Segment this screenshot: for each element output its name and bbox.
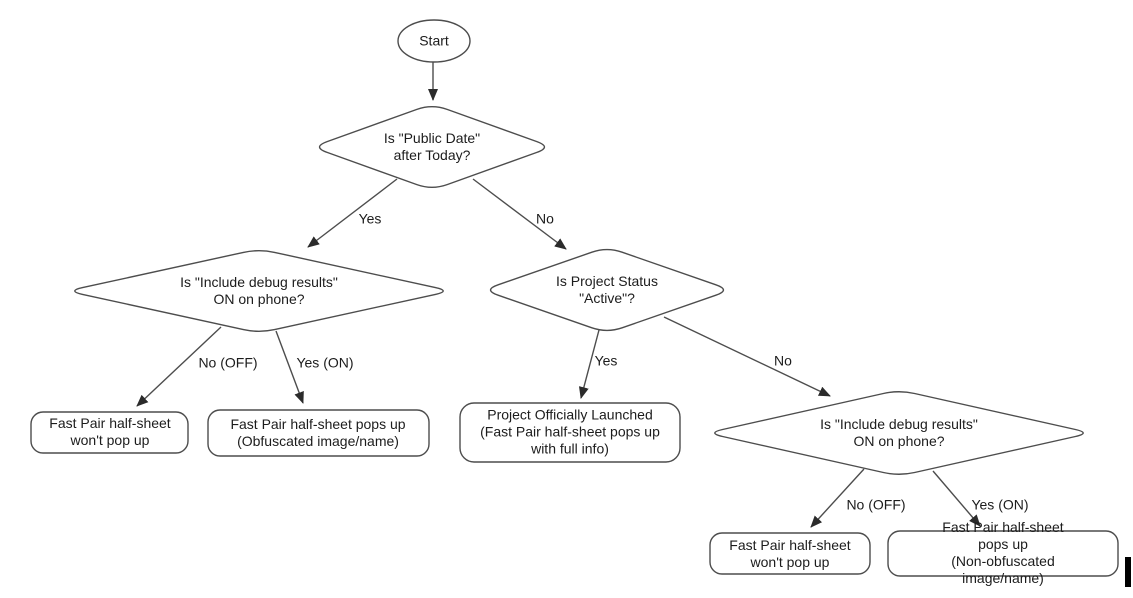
edge-label-debug-left-yes: Yes (ON) <box>296 354 354 371</box>
decision-public-date-label: Is "Public Date" after Today? <box>383 130 481 163</box>
edge-label-debug-right-yes: Yes (ON) <box>971 496 1029 513</box>
start-node-label: Start <box>419 32 449 49</box>
decision-project-status-label: Is Project Status "Active"? <box>556 273 658 306</box>
decision-debug-left-shape <box>74 250 444 332</box>
result-popup-nonobfuscated-shape <box>887 530 1119 577</box>
result-launched-label: Project Officially Launched (Fast Pair h… <box>480 406 660 457</box>
edge-label-debug-left-no: No (OFF) <box>198 354 258 371</box>
start-node-shape <box>397 19 471 63</box>
edge-label-debug-right-no: No (OFF) <box>846 496 906 513</box>
edge-label-public-date-no: No <box>536 210 554 227</box>
decision-debug-right-label: Is "Include debug results" ON on phone? <box>820 416 978 449</box>
edge-label-project-status-no: No <box>774 352 792 369</box>
result-launched-shape <box>459 402 681 463</box>
decision-project-status-shape <box>489 248 725 332</box>
decision-public-date-shape <box>318 106 546 188</box>
edge-public-date-yes <box>307 178 398 248</box>
edge-project-status-no <box>663 316 831 397</box>
result-popup-obfuscated-label: Fast Pair half-sheet pops up (Obfuscated… <box>230 416 406 449</box>
edge-project-status-yes <box>578 329 600 399</box>
edge-debug-left-yes <box>275 330 304 404</box>
text-cursor-artifact <box>1125 557 1131 587</box>
edge-debug-left-no <box>136 326 222 407</box>
edge-label-project-status-yes: Yes <box>594 352 618 369</box>
result-no-popup-right-shape <box>709 532 871 575</box>
edge-label-public-date-yes: Yes <box>358 210 382 227</box>
edge-debug-right-yes <box>932 470 981 527</box>
result-popup-nonobfuscated-label: Fast Pair half-sheet pops up (Non-obfusc… <box>942 519 1064 586</box>
result-no-popup-left-label: Fast Pair half-sheet won't pop up <box>49 415 171 448</box>
edge-debug-right-no <box>810 468 865 528</box>
result-no-popup-right-label: Fast Pair half-sheet won't pop up <box>729 537 851 570</box>
result-no-popup-left-shape <box>30 411 189 454</box>
decision-debug-right-shape <box>714 391 1084 475</box>
decision-debug-left-label: Is "Include debug results" ON on phone? <box>180 274 338 307</box>
edge-public-date-no <box>472 178 567 250</box>
result-popup-obfuscated-shape <box>207 409 430 457</box>
